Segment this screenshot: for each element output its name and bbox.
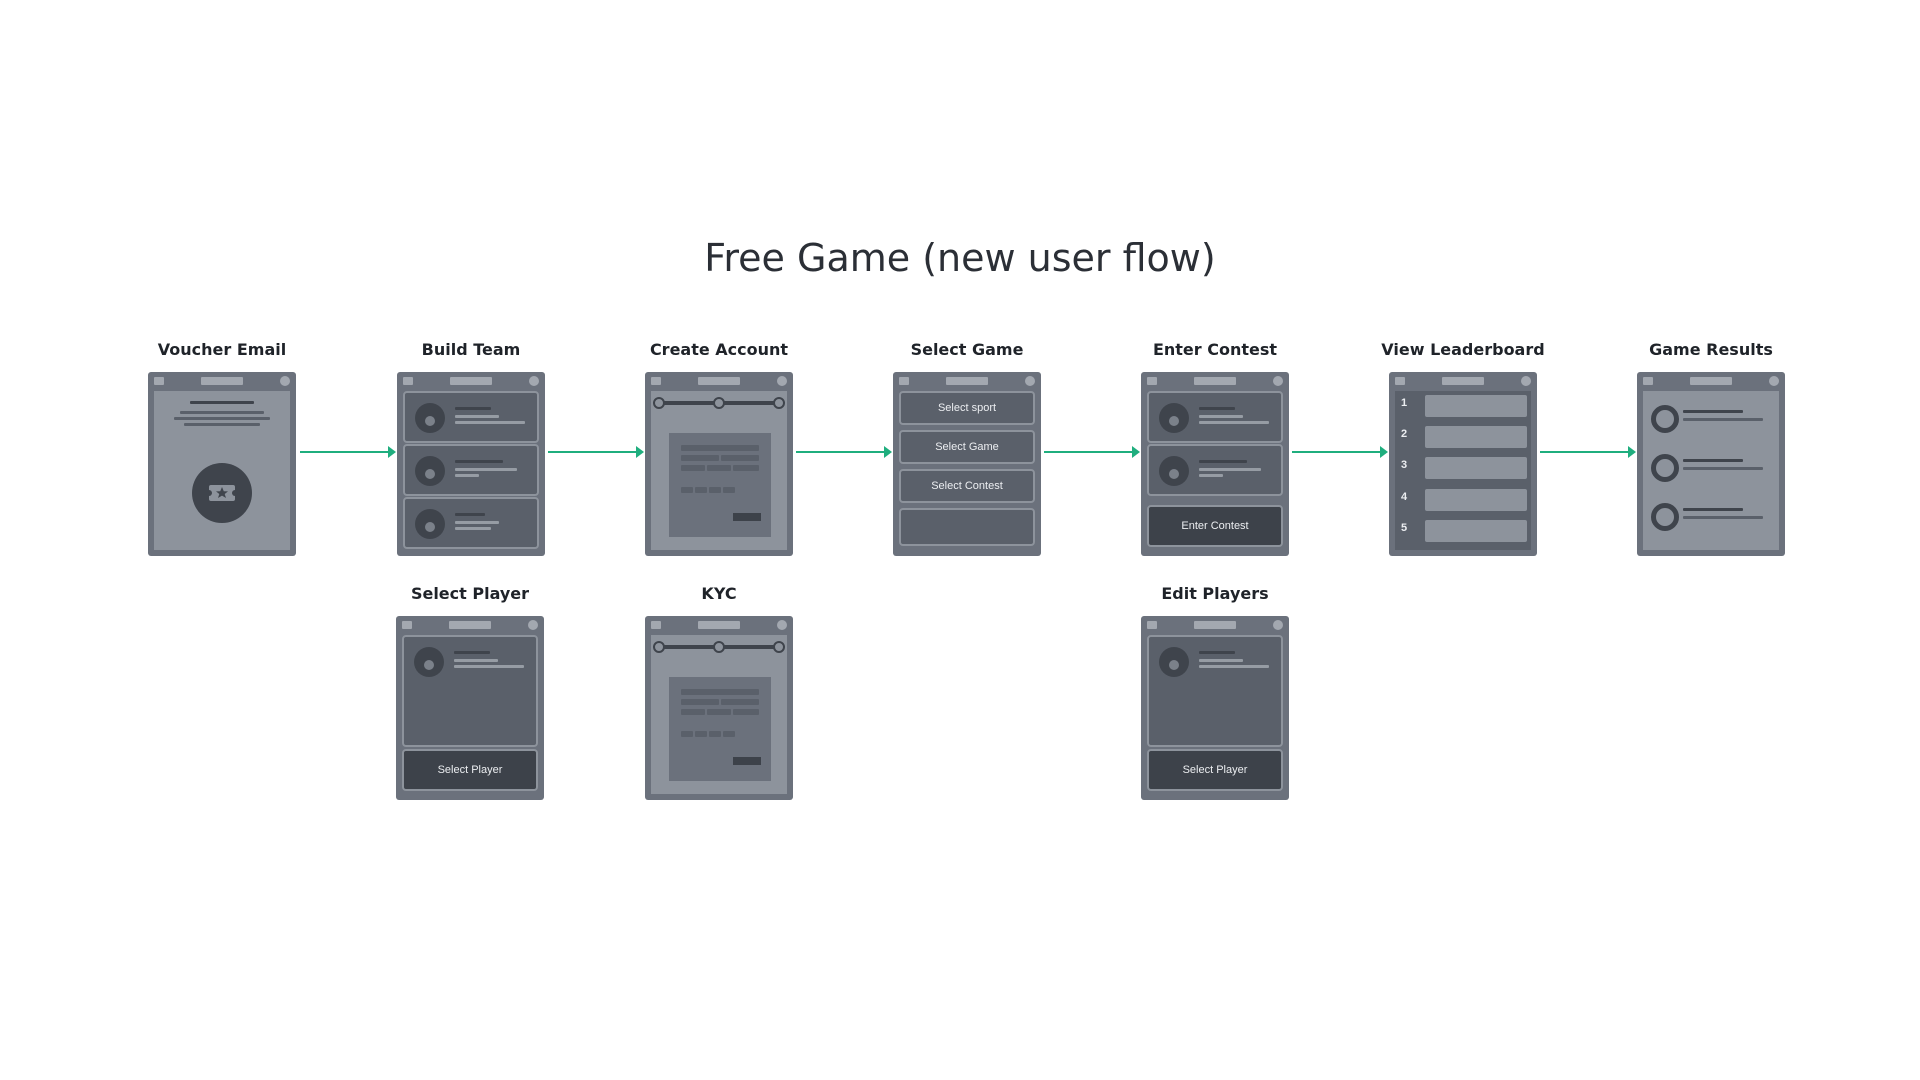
- rank-number: 2: [1401, 428, 1408, 440]
- status-bar: [1389, 372, 1537, 388]
- screen-label: View Leaderboard: [1381, 340, 1545, 359]
- account-form: [651, 391, 787, 550]
- select-player-button[interactable]: Select Player: [402, 749, 538, 791]
- player-detail: Select Player: [1147, 635, 1283, 794]
- result-ring-icon: [1651, 454, 1679, 482]
- rank-number: 4: [1401, 491, 1408, 503]
- ticket-star-icon: [192, 463, 252, 523]
- screen-label: Create Account: [649, 340, 789, 359]
- avatar: [414, 647, 444, 677]
- select-sport-option[interactable]: Select sport: [899, 391, 1035, 425]
- screen-label: Build Team: [421, 340, 521, 359]
- phone-frame: [645, 616, 793, 800]
- rank-number: 1: [1401, 397, 1408, 409]
- status-bar: [1141, 616, 1289, 632]
- diagram-title: Free Game (new user flow): [704, 236, 1216, 280]
- player-card: [1147, 635, 1283, 747]
- player-row[interactable]: [403, 497, 539, 549]
- submit-button[interactable]: [733, 757, 761, 765]
- leaderboard-row[interactable]: [1425, 395, 1527, 417]
- screen-label: Select Game: [910, 340, 1024, 359]
- flow-arrow: [548, 446, 644, 458]
- player-row[interactable]: [1147, 444, 1283, 496]
- screen-label: Voucher Email: [157, 340, 287, 359]
- player-row[interactable]: [403, 391, 539, 443]
- avatar: [1159, 403, 1189, 433]
- submit-button[interactable]: [733, 513, 761, 521]
- status-bar: [1141, 372, 1289, 388]
- avatar: [1159, 456, 1189, 486]
- status-bar: [645, 616, 793, 632]
- phone-frame: [148, 372, 296, 556]
- avatar: [415, 509, 445, 539]
- rank-number: 3: [1401, 459, 1408, 471]
- player-row[interactable]: [403, 444, 539, 496]
- flow-arrow: [1292, 446, 1388, 458]
- avatar: [1159, 647, 1189, 677]
- flow-arrow: [1044, 446, 1140, 458]
- result-ring-icon: [1651, 405, 1679, 433]
- leaderboard-row[interactable]: [1425, 520, 1527, 542]
- rank-number: 5: [1401, 522, 1408, 534]
- phone-frame: [645, 372, 793, 556]
- phone-frame: [1637, 372, 1785, 556]
- avatar: [415, 403, 445, 433]
- text-line: [184, 423, 260, 426]
- results-screen: [1643, 391, 1779, 550]
- progress-stepper: [651, 391, 787, 415]
- status-bar: [1637, 372, 1785, 388]
- leaderboard-row[interactable]: [1425, 457, 1527, 479]
- phone-frame: Select Player: [1141, 616, 1289, 800]
- contest-screen: Enter Contest: [1147, 391, 1283, 550]
- screen-label: Game Results: [1649, 340, 1773, 359]
- phone-frame: 1 2 3 4 5: [1389, 372, 1537, 556]
- phone-frame: [397, 372, 545, 556]
- text-line: [180, 411, 264, 414]
- phone-frame: Select Player: [396, 616, 544, 800]
- kyc-form: [651, 635, 787, 794]
- leaderboard-row[interactable]: [1425, 489, 1527, 511]
- result-ring-icon: [1651, 503, 1679, 531]
- email-screen: [154, 391, 290, 550]
- status-bar: [893, 372, 1041, 388]
- player-row[interactable]: [1147, 391, 1283, 443]
- select-player-button[interactable]: Select Player: [1147, 749, 1283, 791]
- leaderboard-list: 1 2 3 4 5: [1395, 391, 1531, 550]
- screen-label: Select Player: [410, 584, 530, 603]
- select-contest-option[interactable]: Select Contest: [899, 469, 1035, 503]
- status-bar: [148, 372, 296, 388]
- text-line: [174, 417, 270, 420]
- flow-arrow: [1540, 446, 1636, 458]
- status-bar: [396, 616, 544, 632]
- status-bar: [645, 372, 793, 388]
- phone-frame: Enter Contest: [1141, 372, 1289, 556]
- text-line: [190, 401, 254, 404]
- flow-arrow: [796, 446, 892, 458]
- player-detail: Select Player: [402, 635, 538, 794]
- leaderboard-row[interactable]: [1425, 426, 1527, 448]
- empty-option: [899, 508, 1035, 546]
- form-card: [669, 677, 771, 781]
- player-list: [403, 391, 539, 550]
- progress-stepper: [651, 635, 787, 659]
- screen-label: Edit Players: [1161, 584, 1269, 603]
- player-card: [402, 635, 538, 747]
- form-card: [669, 433, 771, 537]
- select-game-option[interactable]: Select Game: [899, 430, 1035, 464]
- status-bar: [397, 372, 545, 388]
- screen-label: Enter Contest: [1152, 340, 1278, 359]
- phone-frame: Select sport Select Game Select Contest: [893, 372, 1041, 556]
- screen-label: KYC: [701, 584, 737, 603]
- game-menu: Select sport Select Game Select Contest: [899, 391, 1035, 550]
- flow-arrow: [300, 446, 396, 458]
- enter-contest-button[interactable]: Enter Contest: [1147, 505, 1283, 547]
- avatar: [415, 456, 445, 486]
